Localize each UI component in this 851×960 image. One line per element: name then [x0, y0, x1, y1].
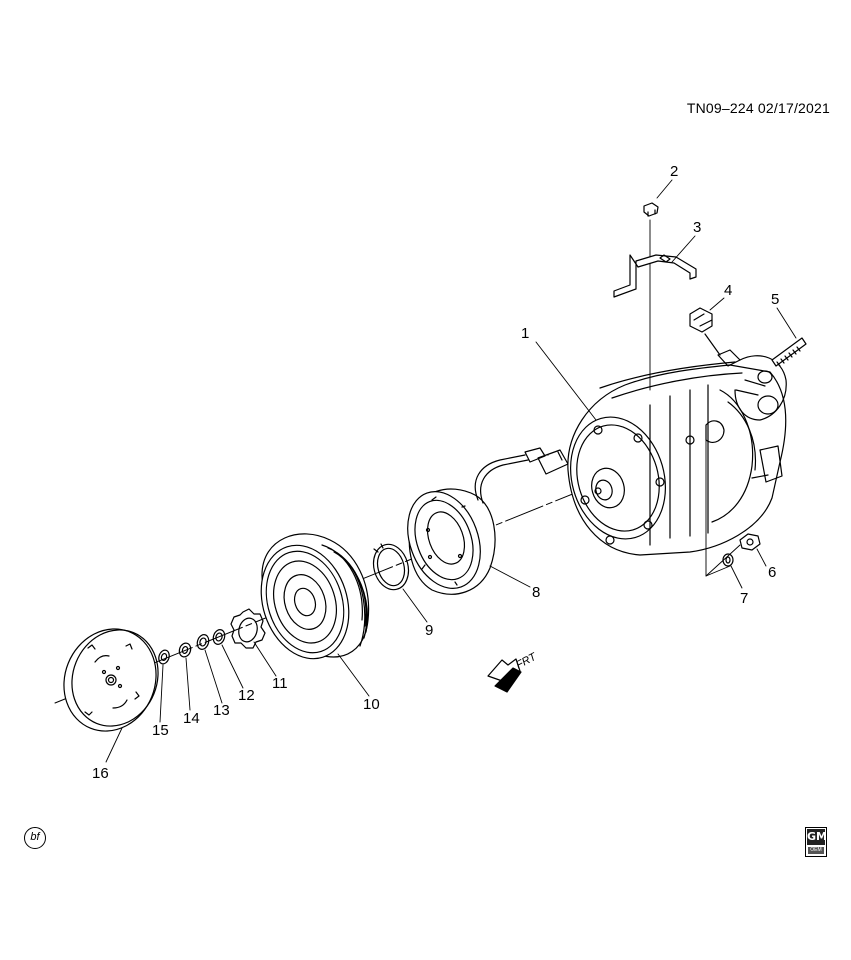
callout-4: 4	[724, 282, 733, 299]
gm-logo-top: GM	[807, 829, 827, 845]
callout-leaders	[105, 179, 797, 763]
bolt-2	[643, 202, 659, 217]
callout-14: 14	[183, 710, 200, 727]
field-coil-8	[407, 447, 569, 595]
callout-1: 1	[521, 325, 530, 342]
callout-16: 16	[92, 765, 109, 782]
callout-10: 10	[363, 696, 380, 713]
callout-13: 13	[213, 702, 230, 719]
callout-11: 11	[272, 675, 288, 692]
callout-9: 9	[425, 622, 434, 639]
shim-15	[158, 649, 170, 665]
callout-6: 6	[768, 564, 777, 581]
callout-8: 8	[532, 584, 541, 601]
retaining-ring-11	[230, 608, 266, 649]
callout-12: 12	[238, 687, 255, 704]
nut-6	[739, 533, 761, 551]
diagram-code-date: TN09–224 02/17/2021	[686, 100, 830, 116]
gm-logo: GM OEM	[805, 827, 827, 857]
pressure-sensor-4	[689, 307, 721, 356]
callout-2: 2	[670, 163, 679, 180]
callout-15: 15	[152, 722, 169, 739]
snap-ring-9	[372, 543, 410, 591]
front-direction-arrow	[487, 658, 522, 693]
callout-3: 3	[693, 219, 702, 236]
compressor-1	[567, 349, 787, 556]
stud-5	[771, 337, 807, 367]
pulley-10	[260, 533, 370, 660]
shim-13	[196, 634, 210, 650]
bracket-3	[613, 254, 697, 298]
callout-5: 5	[771, 291, 780, 308]
gm-logo-bottom: OEM	[808, 847, 824, 854]
shim-14	[178, 642, 192, 658]
bf-badge: bf	[24, 827, 46, 849]
callout-7: 7	[740, 590, 749, 607]
shim-12	[212, 629, 226, 645]
clutch-plate-16	[63, 628, 159, 732]
